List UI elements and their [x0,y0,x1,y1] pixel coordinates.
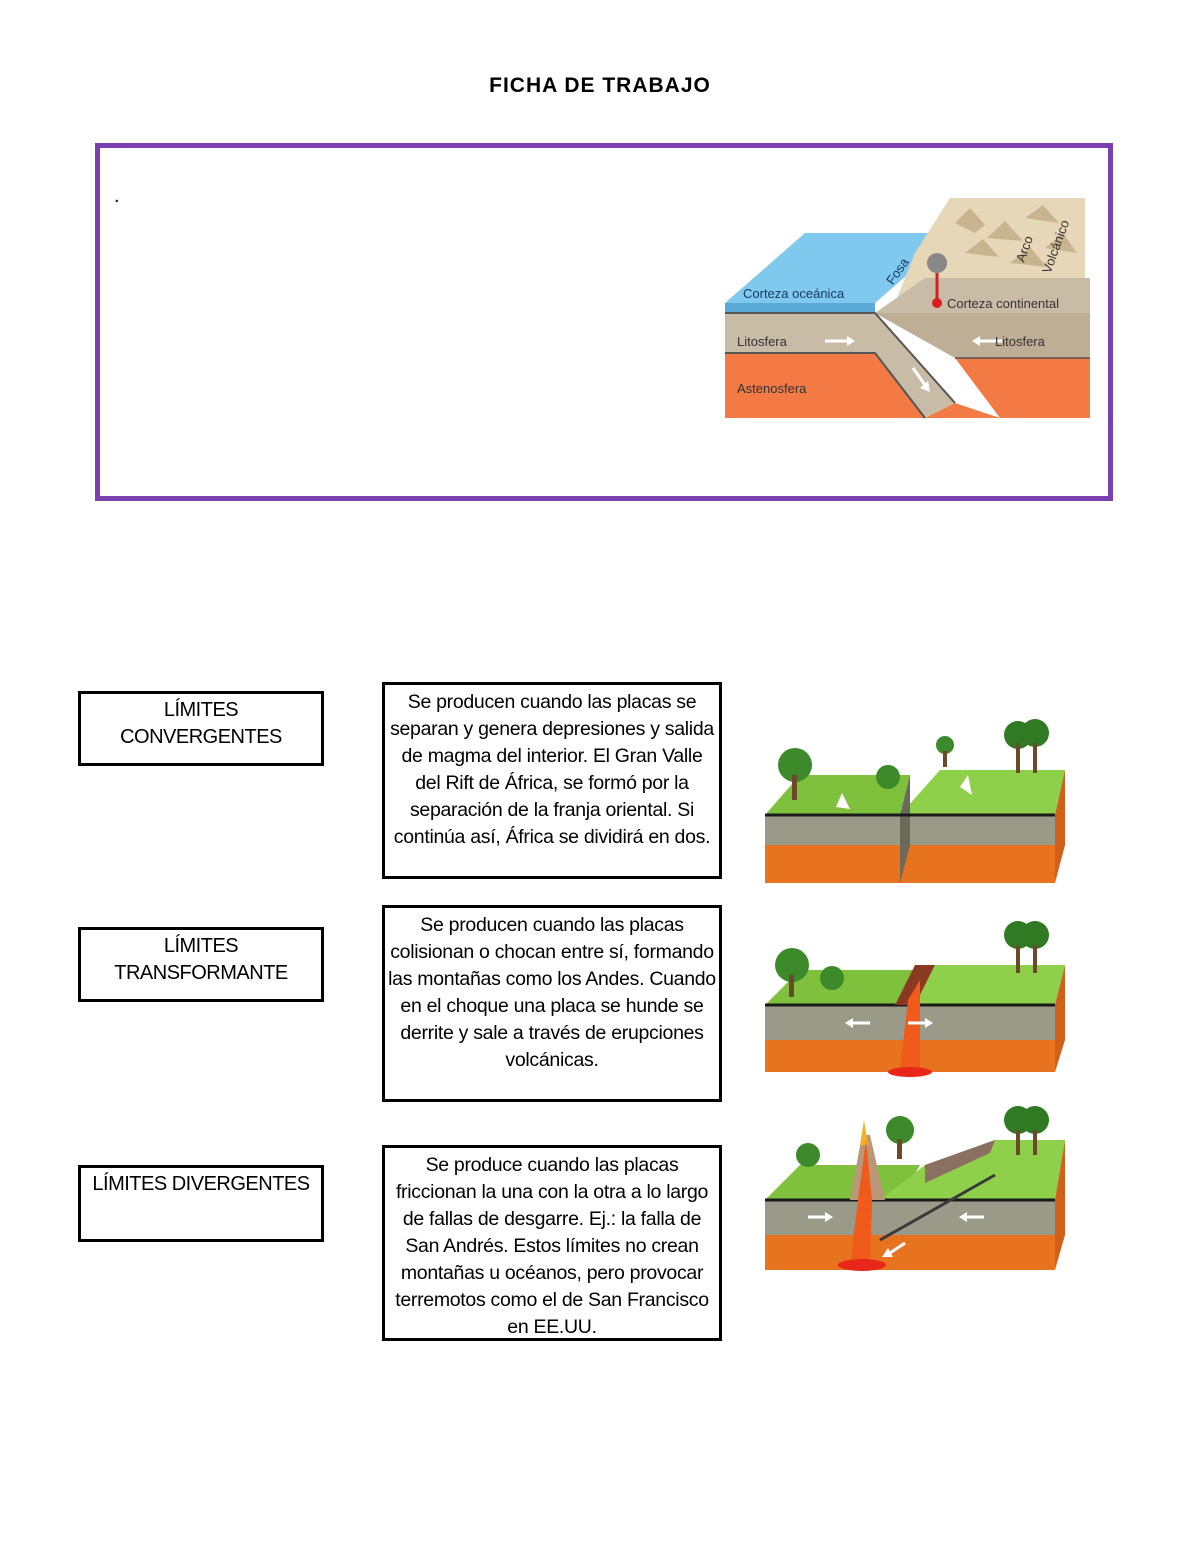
convergent-boundary-block [765,1106,1065,1271]
arrow-icon [836,793,850,809]
label-box-transformante: LÍMITES TRANSFORMANTE [78,927,324,1002]
bush-icon [876,765,900,789]
asthenosphere-right [955,358,1090,418]
arrow-icon [960,775,972,795]
label-astenosfera: Astenosfera [737,381,807,396]
label-box-divergentes: LÍMITES DIVERGENTES [78,1165,324,1242]
arrow-down-icon [911,367,930,392]
eruption-icon [860,1120,868,1145]
arrow-left-icon [845,1018,870,1028]
intro-frame: . [95,143,1113,501]
magma-icon [900,980,920,1070]
intro-dot: . [114,185,120,207]
arrow-down-icon [882,1241,906,1257]
arrow-left-icon [959,1212,984,1222]
arrow-right-icon [825,336,855,346]
lithosphere-right [875,313,1090,358]
ocean-surface [725,233,955,303]
arrow-right-icon [908,1018,933,1028]
arrow-right-icon [808,1212,833,1222]
description-box-3: Se produce cuando las placas friccionan … [382,1145,722,1341]
arrow-left-icon [972,336,1002,346]
asthenosphere-left [725,353,925,418]
subduction-diagram: Corteza oceánica Fosa Arco Volcánico Cor… [725,193,1090,423]
divergent-boundary-block [765,921,1065,1077]
tree-icon [778,748,812,782]
description-box-2: Se producen cuando las placas colisionan… [382,905,722,1102]
ash-cloud [927,253,947,273]
label-box-convergentes: LÍMITES CONVERGENTES [78,691,324,766]
plate-boundaries-illustration [765,719,1065,1271]
transform-boundary-block [765,719,1065,883]
bush-icon [796,1143,820,1167]
label-corteza-oceanica: Corteza oceánica [743,286,845,301]
label-corteza-continental: Corteza continental [947,296,1059,311]
tree-icon [936,736,954,754]
tree-icon [775,948,809,982]
bush-icon [820,966,844,990]
magma-chamber [932,298,942,308]
description-box-1: Se producen cuando las placas se separan… [382,682,722,879]
tree-icon [886,1116,914,1144]
label-litosfera-right: Litosfera [995,334,1046,349]
label-litosfera-left: Litosfera [737,334,788,349]
continental-crust [875,278,1090,313]
page-title: FICHA DE TRABAJO [489,74,711,97]
